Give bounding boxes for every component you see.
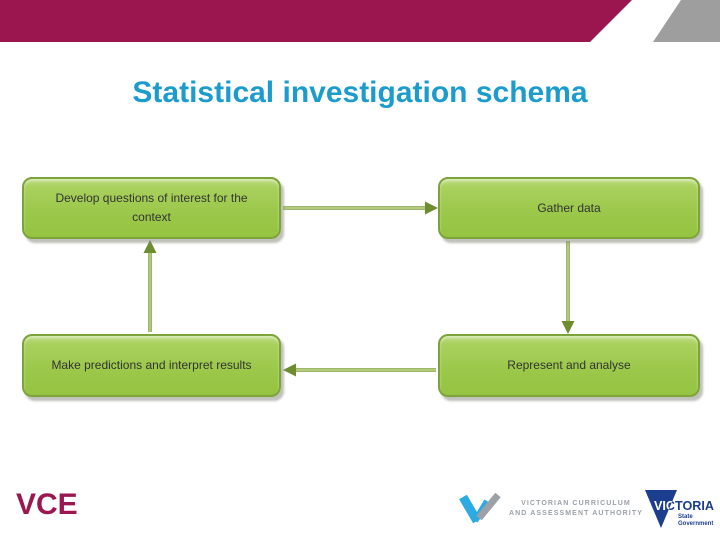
- victoria-state-government-logo: VICTORIA VICTORIA State Government: [645, 490, 714, 528]
- arrow-predictions-to-develop: [143, 240, 157, 332]
- victoria-triangle-icon: [645, 490, 677, 528]
- arrowhead-down-icon: [561, 321, 575, 334]
- victoria-sub-line1: State: [678, 514, 693, 520]
- header-bar: [0, 0, 632, 42]
- victoria-sub-line2: Government: [678, 521, 713, 527]
- arrow-develop-to-gather: [283, 201, 438, 215]
- arrowhead-left-icon: [283, 363, 296, 377]
- vcaa-line1: VICTORIAN CURRICULUM: [521, 499, 631, 507]
- vcaa-check-icon: [459, 492, 501, 524]
- arrow-represent-to-predictions: [283, 363, 436, 377]
- vcaa-logo: VICTORIAN CURRICULUM AND ASSESSMENT AUTH…: [458, 492, 643, 526]
- header-accent-shape: [653, 0, 720, 42]
- victoria-wordmark: VICTORIA: [654, 499, 714, 513]
- arrow-gather-to-represent: [561, 241, 575, 334]
- flow-box-make-predictions: Make predictions and interpret results: [22, 334, 281, 397]
- arrowhead-up-icon: [143, 240, 157, 253]
- vcaa-wordmark: VICTORIAN CURRICULUM AND ASSESSMENT AUTH…: [509, 499, 643, 520]
- header-band: [0, 0, 720, 42]
- flow-box-label: Gather data: [537, 200, 601, 215]
- slide-title: Statistical investigation schema: [132, 76, 588, 109]
- arrowhead-right-icon: [425, 201, 438, 215]
- flow-box-label: Make predictions and interpret results: [51, 358, 252, 373]
- flow-box-represent-analyse: Represent and analyse: [438, 334, 700, 397]
- flow-box-gather-data: Gather data: [438, 177, 700, 239]
- flow-box-develop-questions: Develop questions of interest for the co…: [22, 177, 281, 239]
- flow-box-label: Develop questions of interest for the co…: [55, 191, 248, 224]
- vce-logo: VCE: [16, 488, 78, 521]
- flow-box-label: Represent and analyse: [507, 358, 631, 373]
- vcaa-line2: AND ASSESSMENT AUTHORITY: [509, 510, 643, 517]
